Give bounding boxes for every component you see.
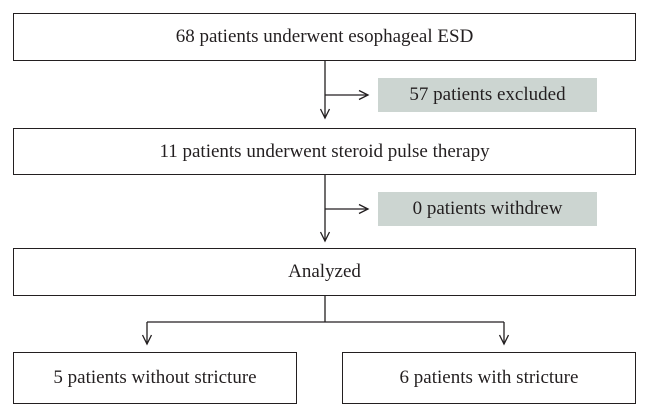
without-stricture-label: 5 patients without stricture [53, 367, 257, 388]
with-stricture-label: 6 patients with stricture [399, 367, 579, 388]
with-stricture-box: 6 patients with stricture [342, 352, 636, 404]
steroid-therapy-label: 11 patients underwent steroid pulse ther… [159, 140, 490, 162]
excluded-box: 57 patients excluded [378, 78, 597, 112]
analyzed-box: Analyzed [13, 248, 636, 296]
excluded-label: 57 patients excluded [409, 84, 566, 105]
enrolled-box: 68 patients underwent esophageal ESD [13, 13, 636, 61]
enrolled-label: 68 patients underwent esophageal ESD [175, 26, 474, 47]
withdrew-label: 0 patients withdrew [412, 198, 563, 219]
analyzed-label: Analyzed [288, 261, 361, 282]
steroid-therapy-box: 11 patients underwent steroid pulse ther… [13, 128, 636, 175]
without-stricture-box: 5 patients without stricture [13, 352, 297, 404]
withdrew-box: 0 patients withdrew [378, 192, 597, 226]
